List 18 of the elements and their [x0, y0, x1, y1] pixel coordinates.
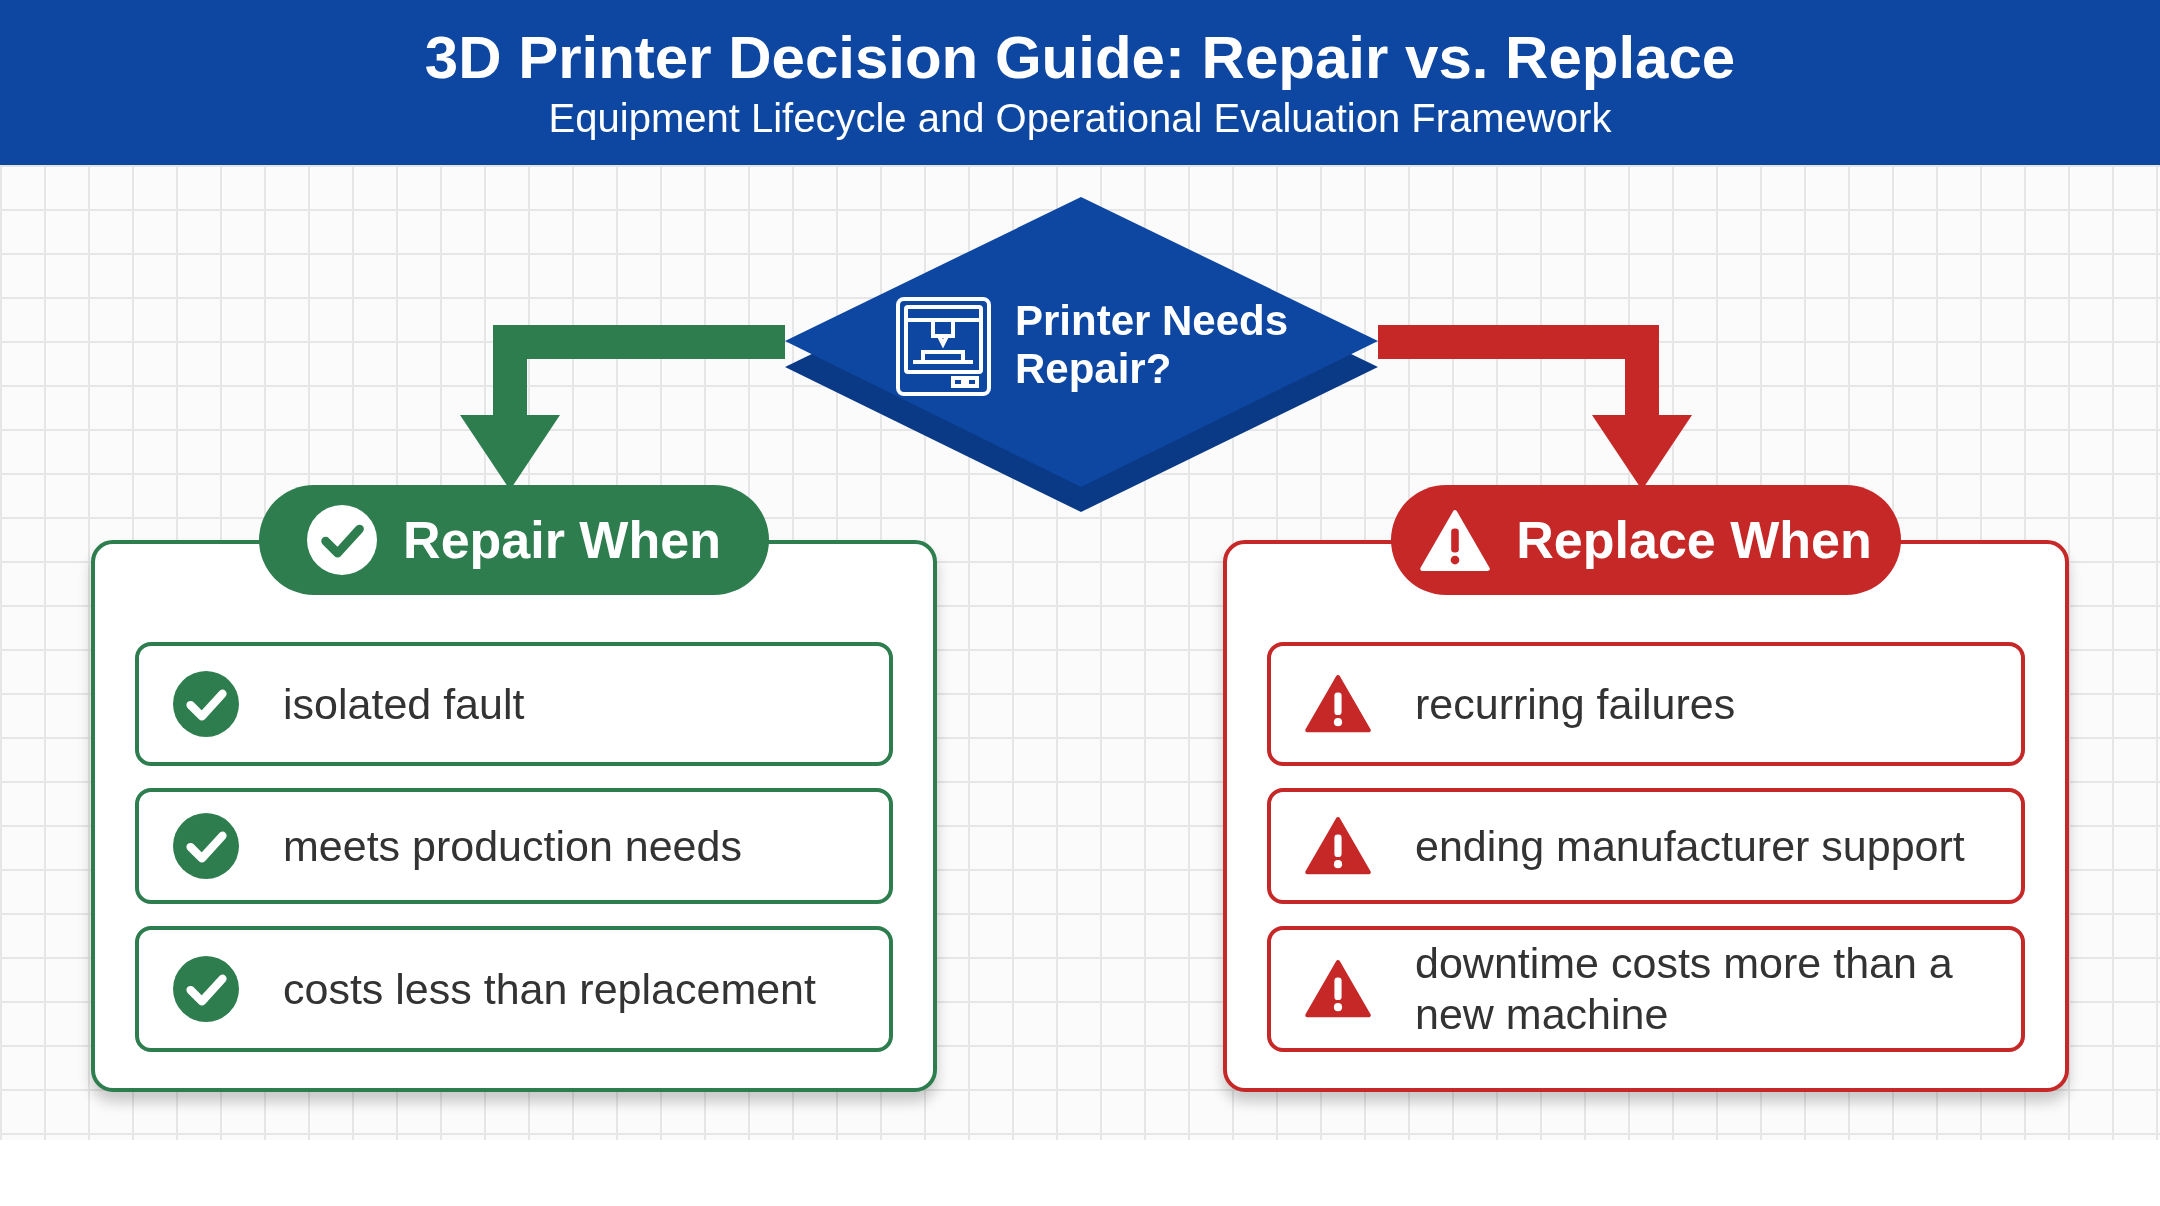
- criteria-text: downtime costs more than a new machine: [1415, 938, 1954, 1040]
- criteria-box: [135, 642, 893, 766]
- title: 3D Printer Decision Guide: Repair vs. Replace: [424, 23, 1736, 92]
- criteria-box: [135, 788, 893, 904]
- criteria-text: recurring failures: [1415, 678, 1736, 730]
- heading-text: Repair When: [403, 510, 721, 570]
- heading-text: Replace When: [1516, 510, 1872, 570]
- criteria-box: [1267, 642, 2025, 766]
- criteria-text: ending manufacturer support: [1415, 820, 1965, 872]
- criteria-box: [1267, 926, 2025, 1052]
- criteria-text: isolated fault: [283, 678, 525, 730]
- criteria-text: costs less than replacement: [283, 963, 816, 1015]
- criteria-box: [1267, 788, 2025, 904]
- criteria-text: meets production needs: [283, 820, 742, 872]
- decision-diamond: [785, 197, 1378, 512]
- decision-label: Printer Needs Repair?: [1015, 297, 1290, 394]
- subtitle: Equipment Lifecycle and Operational Evaluation Framework: [548, 95, 1612, 142]
- criteria-box: [135, 926, 893, 1052]
